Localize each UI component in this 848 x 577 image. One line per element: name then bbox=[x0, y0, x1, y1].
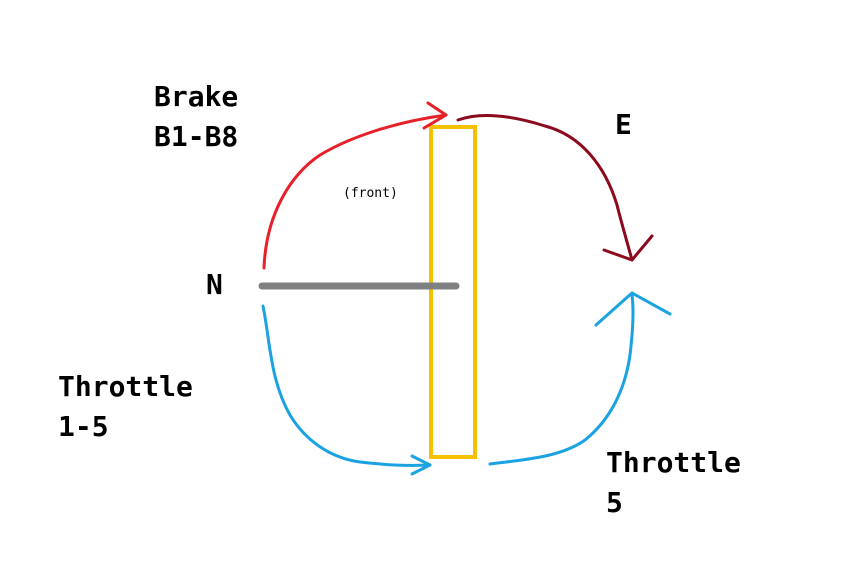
throttle-left-arrowhead bbox=[410, 454, 432, 476]
throttle-left-label-line2: 1-5 bbox=[58, 410, 109, 443]
brake-arrowhead bbox=[422, 101, 448, 130]
throttle-right-label-line2: 5 bbox=[606, 486, 623, 519]
brake-label-line1: Brake bbox=[154, 80, 239, 113]
gate-box bbox=[429, 125, 477, 459]
brake-label-line2: B1-B8 bbox=[154, 120, 239, 153]
emergency-label: E bbox=[615, 108, 632, 141]
throttle-right-arrowhead bbox=[594, 291, 672, 327]
throttle-left-label-line1: Throttle bbox=[58, 370, 193, 403]
throttle-left-arrow bbox=[261, 304, 432, 467]
throttle-right-arrow bbox=[488, 293, 635, 466]
throttle-right-label-line1: Throttle bbox=[606, 446, 741, 479]
brake-arrow bbox=[262, 113, 448, 270]
neutral-label: N bbox=[206, 268, 223, 301]
front-label: (front) bbox=[343, 186, 398, 201]
emergency-arrowhead bbox=[602, 234, 654, 262]
emergency-arrow bbox=[456, 113, 634, 262]
